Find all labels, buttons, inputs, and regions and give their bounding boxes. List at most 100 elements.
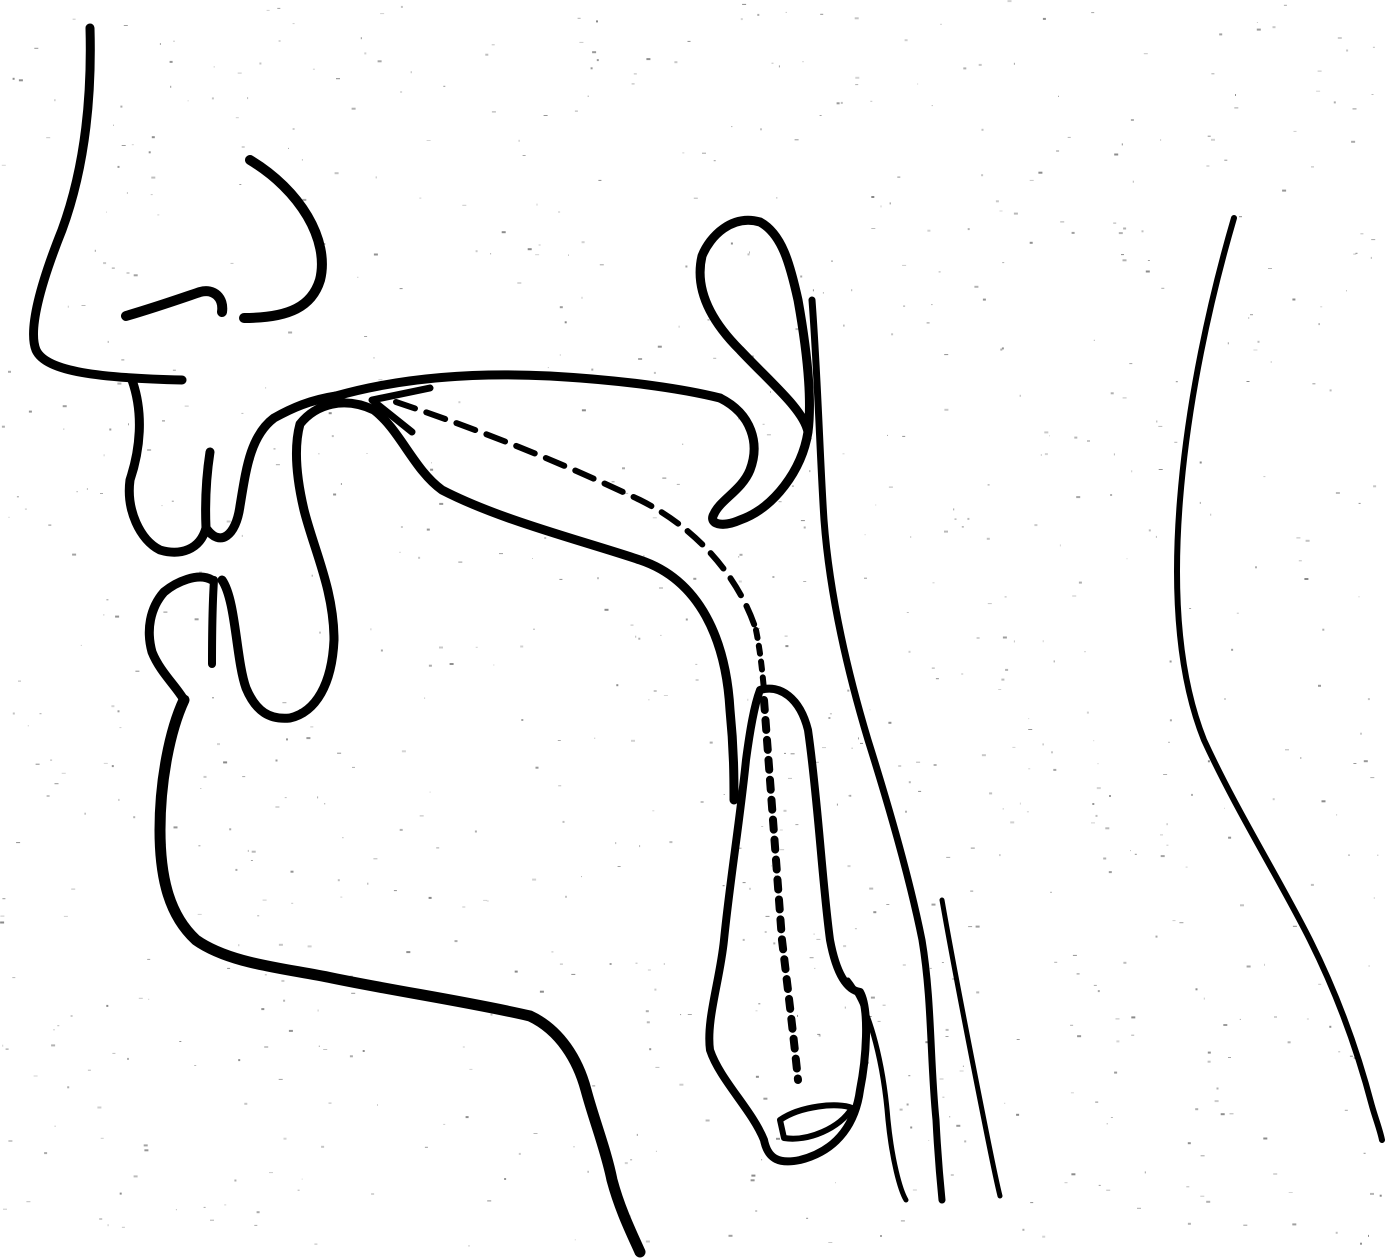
- paper-speck: [693, 578, 696, 580]
- paper-speck: [19, 79, 23, 81]
- paper-speck: [939, 271, 941, 272]
- paper-speck: [843, 945, 846, 947]
- paper-speck: [151, 194, 153, 195]
- paper-speck: [1030, 180, 1034, 181]
- paper-speck: [755, 1211, 757, 1212]
- paper-speck: [779, 65, 780, 67]
- paper-speck: [1145, 1171, 1146, 1173]
- paper-speck: [212, 97, 214, 99]
- paper-speck: [944, 409, 948, 411]
- paper-speck: [1163, 774, 1167, 775]
- paper-speck: [660, 635, 661, 636]
- paper-speck: [1377, 855, 1378, 856]
- paper-speck: [551, 951, 553, 952]
- paper-speck: [195, 618, 199, 620]
- paper-speck: [701, 801, 704, 803]
- paper-speck: [25, 509, 27, 510]
- paper-speck: [293, 129, 295, 130]
- paper-speck: [710, 742, 713, 744]
- paper-speck: [257, 1211, 260, 1213]
- paper-speck: [338, 879, 340, 881]
- paper-speck: [364, 336, 367, 337]
- paper-speck: [420, 815, 424, 816]
- paper-speck: [1240, 904, 1244, 906]
- paper-speck: [1346, 290, 1347, 291]
- paper-speck: [1099, 1185, 1101, 1186]
- paper-speck: [571, 974, 575, 975]
- paper-speck: [381, 650, 383, 652]
- paper-speck: [352, 767, 355, 768]
- paper-speck: [1071, 1173, 1075, 1175]
- paper-speck: [559, 579, 562, 580]
- paper-speck: [1234, 107, 1238, 108]
- paper-speck: [1016, 1114, 1019, 1116]
- paper-speck: [521, 719, 523, 721]
- paper-speck: [757, 14, 759, 16]
- paper-speck: [674, 61, 677, 63]
- paper-speck: [1161, 288, 1164, 289]
- paper-speck: [73, 19, 76, 20]
- paper-speck: [835, 1182, 836, 1183]
- paper-speck: [702, 153, 706, 154]
- paper-speck: [29, 411, 32, 413]
- paper-speck: [9, 517, 10, 518]
- paper-speck: [785, 645, 788, 647]
- paper-speck: [418, 557, 420, 559]
- paper-speck: [55, 783, 59, 784]
- paper-speck: [1210, 514, 1211, 516]
- paper-speck: [962, 526, 964, 527]
- paper-speck: [1119, 232, 1123, 234]
- paper-speck: [238, 73, 242, 74]
- paper-speck: [655, 1067, 659, 1068]
- paper-speck: [104, 763, 108, 764]
- paper-speck: [1179, 922, 1183, 923]
- paper-speck: [1003, 808, 1004, 809]
- paper-speck: [162, 505, 163, 506]
- paper-speck: [176, 1209, 177, 1210]
- paper-speck: [200, 788, 201, 789]
- paper-speck: [371, 1194, 374, 1195]
- paper-speck: [63, 429, 64, 430]
- paper-speck: [1167, 823, 1168, 825]
- paper-speck: [332, 435, 334, 437]
- paper-speck: [933, 582, 935, 583]
- paper-speck: [363, 1050, 365, 1052]
- paper-speck: [1345, 1110, 1348, 1111]
- paper-speck: [1071, 1092, 1074, 1093]
- paper-speck: [429, 897, 432, 899]
- paper-speck: [1292, 299, 1295, 301]
- paper-speck: [283, 1000, 285, 1002]
- paper-speck: [1077, 1035, 1081, 1037]
- paper-speck: [351, 993, 355, 994]
- paper-speck: [578, 18, 581, 19]
- paper-speck: [582, 297, 583, 299]
- paper-speck: [1296, 537, 1300, 538]
- paper-speck: [310, 726, 313, 727]
- paper-speck: [106, 212, 107, 213]
- paper-speck: [1028, 768, 1030, 769]
- paper-speck: [236, 117, 239, 118]
- paper-speck: [1173, 920, 1176, 921]
- paper-speck: [223, 761, 227, 763]
- paper-speck: [1129, 363, 1132, 364]
- paper-speck: [1060, 221, 1064, 222]
- paper-speck: [635, 636, 636, 638]
- paper-speck: [1371, 257, 1372, 259]
- paper-speck: [756, 1010, 758, 1011]
- paper-speck: [411, 71, 412, 73]
- paper-speck: [795, 824, 798, 825]
- paper-speck: [982, 129, 984, 131]
- paper-speck: [318, 453, 319, 454]
- paper-speck: [1224, 808, 1225, 809]
- paper-speck: [1122, 143, 1123, 145]
- paper-speck: [1372, 94, 1374, 95]
- paper-speck: [1149, 529, 1151, 531]
- paper-speck: [122, 145, 126, 146]
- paper-speck: [127, 193, 128, 194]
- paper-speck: [535, 254, 539, 255]
- paper-speck: [172, 501, 174, 502]
- paper-speck: [1319, 323, 1320, 325]
- paper-speck: [466, 1116, 469, 1118]
- paper-speck: [631, 740, 635, 742]
